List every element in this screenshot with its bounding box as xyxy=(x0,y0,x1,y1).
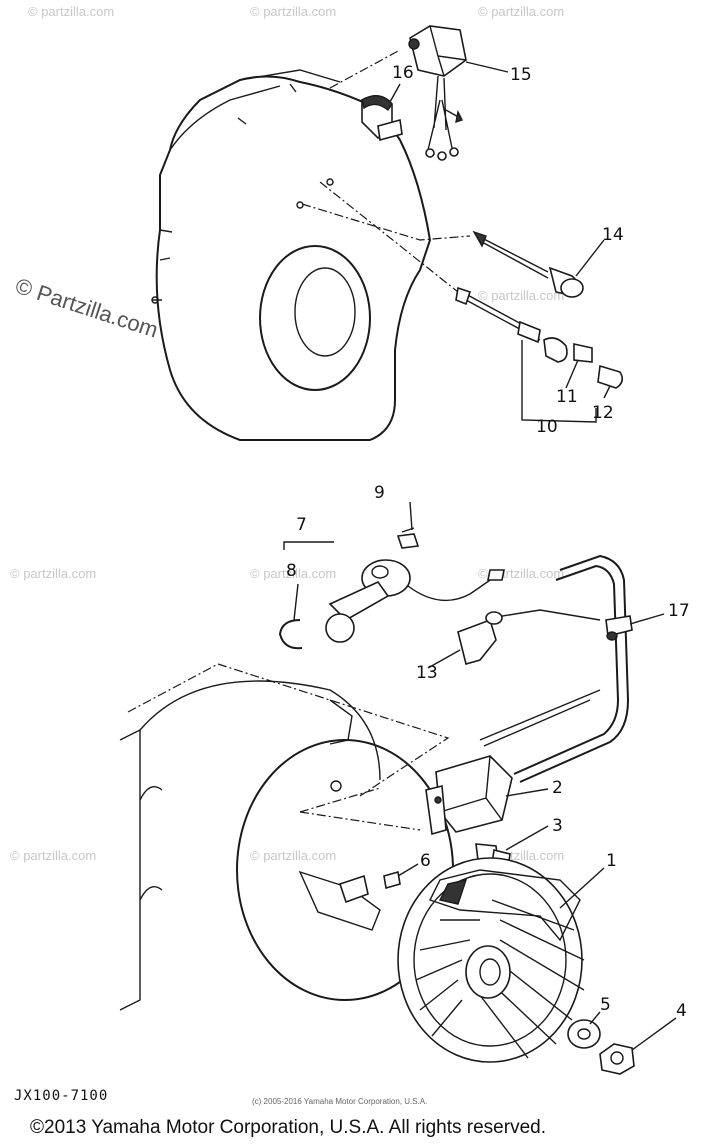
callout-9: 9 xyxy=(374,483,385,503)
wire xyxy=(479,689,601,741)
callout-17: 17 xyxy=(668,601,690,621)
partzilla-watermark: © Partzilla.com xyxy=(12,273,161,343)
wire xyxy=(483,699,591,747)
watermark: © partzilla.com xyxy=(250,4,336,19)
diagram-code: JX100-7100 xyxy=(14,1088,108,1104)
watermark: © partzilla.com xyxy=(250,566,336,581)
part-17-lead-loop xyxy=(513,554,633,783)
watermark: © partzilla.com xyxy=(478,4,564,19)
leader-line xyxy=(329,49,401,89)
part-8-circlip xyxy=(278,619,303,650)
part-15-igniter xyxy=(408,25,467,161)
part-14-stop-switch xyxy=(472,230,584,298)
watermark: © partzilla.com xyxy=(10,566,96,581)
callout-13: 13 xyxy=(416,663,438,683)
leader-line xyxy=(319,181,459,293)
callout-7: 7 xyxy=(296,515,307,535)
part-7-pulser-coil xyxy=(325,559,505,643)
callout-4: 4 xyxy=(676,1001,687,1021)
part-4-nut xyxy=(599,1043,635,1075)
callout-6: 6 xyxy=(420,851,431,871)
small-copyright: (c) 2005-2016 Yamaha Motor Corporation, … xyxy=(252,1097,427,1106)
part-2-ignition-coil xyxy=(425,755,513,836)
watermark: © partzilla.com xyxy=(478,288,564,303)
callout-15: 15 xyxy=(510,65,532,85)
part-13-plug-cap xyxy=(457,609,601,665)
watermark: © partzilla.com xyxy=(250,848,336,863)
callout-3: 3 xyxy=(552,816,563,836)
footer-copyright: ©2013 Yamaha Motor Corporation, U.S.A. A… xyxy=(30,1117,546,1138)
callout-1: 1 xyxy=(606,851,617,871)
callout-10: 10 xyxy=(536,417,558,437)
callout-16: 16 xyxy=(392,63,414,83)
callout-12: 12 xyxy=(592,403,614,423)
part-1-flywheel xyxy=(397,857,585,1063)
callout-5: 5 xyxy=(600,995,611,1015)
callout-leaders xyxy=(293,61,677,1051)
callout-11: 11 xyxy=(556,387,578,407)
callout-2: 2 xyxy=(552,778,563,798)
part-10-connector-set xyxy=(455,286,624,389)
callout-8: 8 xyxy=(286,561,297,581)
watermark-layer: © partzilla.com © partzilla.com © partzi… xyxy=(10,4,564,863)
callout-14: 14 xyxy=(602,225,624,245)
fan-housing-illustration xyxy=(151,69,432,441)
watermark: © partzilla.com xyxy=(28,4,114,19)
leader-line xyxy=(301,203,471,241)
part-6-key xyxy=(383,870,401,890)
part-9-screw xyxy=(396,527,420,549)
bracket-line-7 xyxy=(283,541,334,550)
part-16-bracket xyxy=(361,95,403,142)
watermark: © partzilla.com xyxy=(10,848,96,863)
part-5-washer xyxy=(567,1019,601,1049)
